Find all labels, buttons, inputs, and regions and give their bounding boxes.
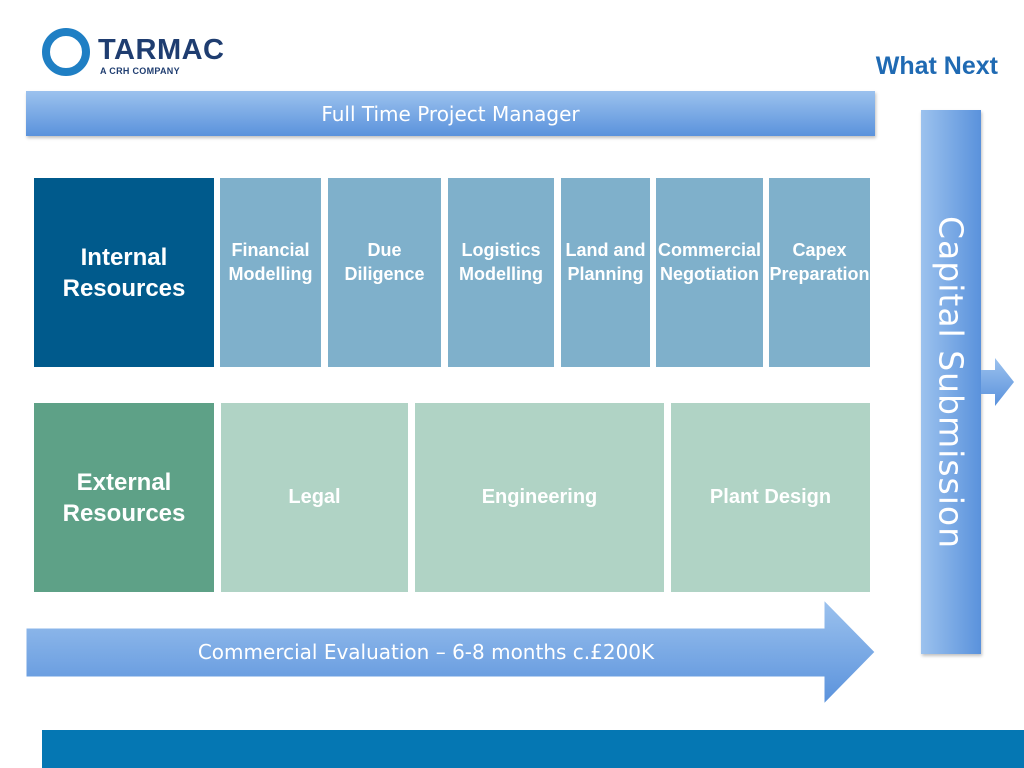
logo-ring-icon	[42, 28, 90, 76]
external-item-legal: Legal	[221, 403, 408, 592]
capital-submission-box	[921, 110, 981, 654]
capital-submission-label: Capital Submission	[931, 215, 971, 549]
internal-item-logistics-modelling: Logistics Modelling	[448, 178, 554, 367]
commercial-evaluation-arrow	[26, 600, 876, 706]
internal-resources-label: Internal Resources	[34, 178, 214, 367]
logo-name: TARMAC	[98, 34, 225, 66]
internal-item-due-diligence: Due Diligence	[328, 178, 441, 367]
internal-item-financial-modelling: Financial Modelling	[220, 178, 321, 367]
internal-item-capex-preparation: Capex Preparation	[769, 178, 870, 367]
footer-bar	[42, 730, 1024, 768]
right-arrow-icon	[981, 358, 1014, 406]
external-resources-label: External Resources	[34, 403, 214, 592]
external-item-engineering: Engineering	[415, 403, 664, 592]
logo-tagline: A CRH COMPANY	[100, 66, 180, 76]
page-title: What Next	[875, 52, 998, 80]
internal-item-land-planning: Land and Planning	[561, 178, 650, 367]
internal-item-commercial-negotiation: Commercial Negotiation	[656, 178, 763, 367]
top-banner: Full Time Project Manager	[26, 91, 875, 136]
external-item-plant-design: Plant Design	[671, 403, 870, 592]
arrow-label: Commercial Evaluation – 6-8 months c.£20…	[197, 640, 655, 664]
